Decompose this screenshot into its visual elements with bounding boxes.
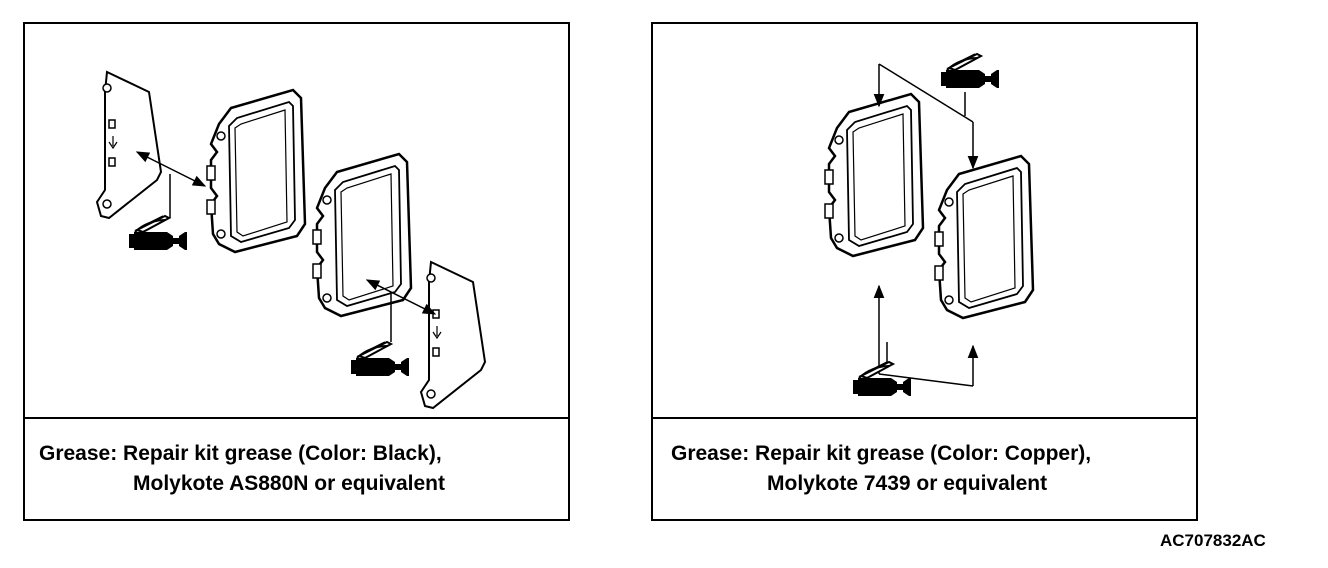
grease-caption-left: Grease: Repair kit grease (Color: Black)… (25, 417, 568, 519)
grease-spec-line-1: Grease: Repair kit grease (Color: Copper… (671, 442, 1092, 465)
brake-pad-inner-left (311, 152, 413, 318)
application-arrow-left-2 (365, 279, 437, 315)
panel-copper-grease: Grease: Repair kit grease (Color: Copper… (651, 22, 1198, 521)
grease-spec-line-2: Molykote 7439 or equivalent (767, 472, 1048, 495)
brake-pad-outer-left (205, 88, 307, 254)
pad-shim-diagram-left (96, 71, 486, 409)
brake-pad-outer-right (823, 92, 925, 258)
grease-spec-line-2: Molykote AS880N or equivalent (133, 472, 445, 495)
pad-shim-diagram-right (823, 53, 1035, 397)
figure-code: AC707832AC (1160, 531, 1266, 550)
grease-tube-icon (940, 53, 1000, 89)
brake-pad-inner-right (933, 154, 1035, 320)
outer-shim-left (96, 71, 162, 219)
inner-shim-left (420, 261, 486, 409)
application-arrow-left-1 (135, 151, 207, 187)
grease-spec-line-1: Grease: Repair kit grease (Color: Black)… (39, 442, 442, 465)
grease-tube-icon (852, 361, 912, 397)
grease-caption-right: Grease: Repair kit grease (Color: Copper… (653, 417, 1196, 519)
grease-tube-icon (350, 341, 410, 377)
panel-black-grease: Grease: Repair kit grease (Color: Black)… (23, 22, 570, 521)
grease-tube-icon (128, 215, 188, 251)
